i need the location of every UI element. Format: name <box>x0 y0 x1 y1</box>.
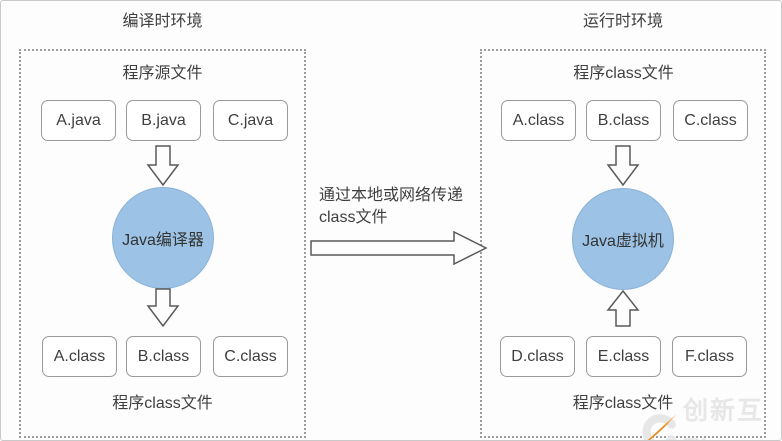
down-arrow-icon <box>146 288 180 328</box>
runtime-env-title: 运行时环境 <box>582 13 663 30</box>
file-box-c-java: C.java <box>213 100 288 141</box>
right-arrow-icon <box>310 230 488 266</box>
source-files-label: 程序源文件 <box>122 65 203 82</box>
class-files-label-right-top: 程序class文件 <box>573 65 674 82</box>
transfer-caption: 通过本地或网络传递 class文件 <box>319 185 484 229</box>
file-box-b-class-left: B.class <box>126 336 201 377</box>
file-box-d-class: D.class <box>500 336 575 377</box>
transfer-caption-line1: 通过本地或网络传递 <box>319 187 464 204</box>
file-box-a-class-right: A.class <box>501 100 576 141</box>
class-files-label-right-bottom: 程序class文件 <box>572 395 674 412</box>
file-box-f-class: F.class <box>672 336 747 377</box>
down-arrow-icon <box>606 145 640 187</box>
compile-env-box <box>19 49 306 438</box>
runtime-env-box <box>480 49 766 438</box>
transfer-caption-line2: class文件 <box>319 209 388 226</box>
file-box-c-class-right: C.class <box>673 100 748 141</box>
down-arrow-icon <box>146 145 180 187</box>
class-files-label-left: 程序class文件 <box>112 395 213 412</box>
file-box-c-class-left: C.class <box>213 336 288 377</box>
compile-env-title: 编译时环境 <box>122 13 203 30</box>
file-box-b-java: B.java <box>126 100 201 141</box>
file-box-e-class: E.class <box>586 336 661 377</box>
up-arrow-icon <box>606 290 640 327</box>
java-vm-circle: Java虚拟机 <box>572 188 674 290</box>
file-box-b-class-right: B.class <box>586 100 661 141</box>
file-box-a-java: A.java <box>41 100 116 141</box>
file-box-a-class-left: A.class <box>42 336 117 377</box>
java-compiler-circle: Java编译器 <box>112 187 214 289</box>
